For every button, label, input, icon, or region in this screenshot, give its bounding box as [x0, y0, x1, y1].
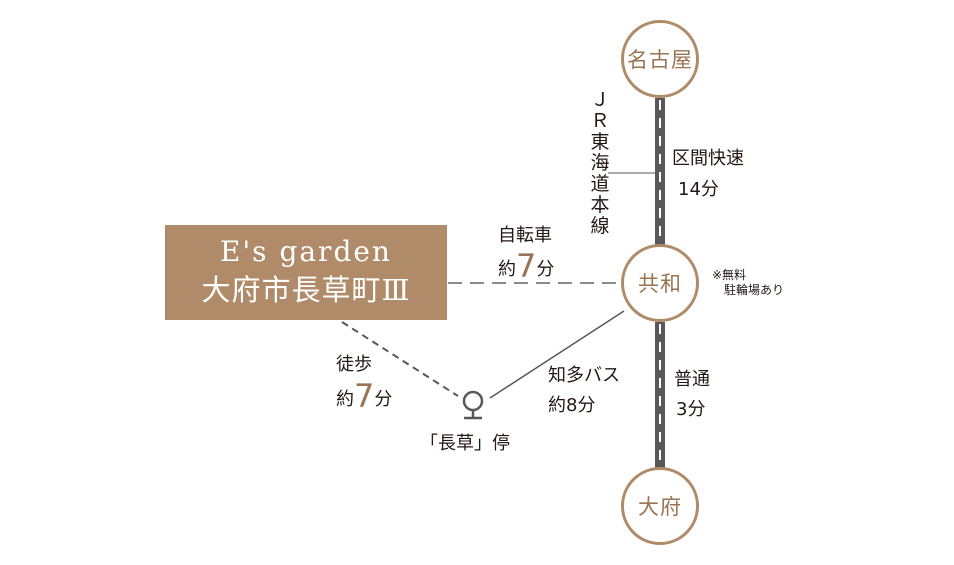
rail-track-lower [655, 322, 665, 470]
walk-time-minutes: 7 [354, 377, 375, 415]
bicycle-time-unit: 分 [536, 259, 555, 280]
bus-stop-icon [462, 390, 484, 420]
rail-track-upper [655, 98, 665, 246]
rail-line-char: 海 [590, 152, 610, 174]
property-box: E's garden 大府市長草町Ⅲ [165, 225, 447, 320]
bus-stop-name: 「長草」停 [420, 433, 510, 454]
upper-time-label: 14分 [678, 179, 719, 200]
station-obu: 大府 [621, 467, 699, 545]
station-nagoya-label: 名古屋 [627, 48, 693, 72]
rail-line-char: 道 [590, 173, 610, 195]
bicycle-time-prefix: 約 [498, 259, 516, 280]
rail-line-name: Ｊ Ｒ 東 海 道 本 線 [588, 90, 612, 237]
walk-label: 徒歩 [336, 354, 372, 375]
rail-line-char: 線 [590, 215, 610, 237]
bicycle-time: 約7分 [498, 250, 555, 282]
rail-line-char: 本 [590, 194, 610, 216]
upper-service-label: 区間快速 [672, 148, 744, 169]
parking-note: ※無料 駐輪場あり [712, 268, 784, 298]
bus-label: 知多バス [548, 365, 620, 386]
bus-time: 約8分 [548, 395, 596, 416]
bicycle-time-minutes: 7 [516, 247, 537, 285]
parking-note-line2: 駐輪場あり [724, 283, 785, 297]
station-kyowa-label: 共和 [638, 272, 682, 296]
rail-line-char: 東 [590, 131, 610, 153]
bicycle-label: 自転車 [498, 225, 552, 246]
walk-time: 約7分 [336, 380, 393, 412]
rail-line-char: Ｊ [590, 89, 610, 111]
property-name: E's garden [220, 235, 392, 268]
walk-time-prefix: 約 [336, 389, 354, 410]
walk-route-line [341, 321, 459, 397]
lower-time-label: 3分 [676, 399, 706, 420]
parking-note-line1: ※無料 [712, 268, 747, 282]
station-nagoya: 名古屋 [621, 20, 699, 98]
walk-time-unit: 分 [374, 389, 393, 410]
rail-line-char: Ｒ [590, 110, 610, 132]
station-kyowa: 共和 [621, 244, 699, 322]
property-address: 大府市長草町Ⅲ [201, 273, 411, 307]
lower-service-label: 普通 [674, 369, 710, 390]
bus-route-line [489, 310, 625, 399]
station-obu-label: 大府 [638, 495, 682, 519]
